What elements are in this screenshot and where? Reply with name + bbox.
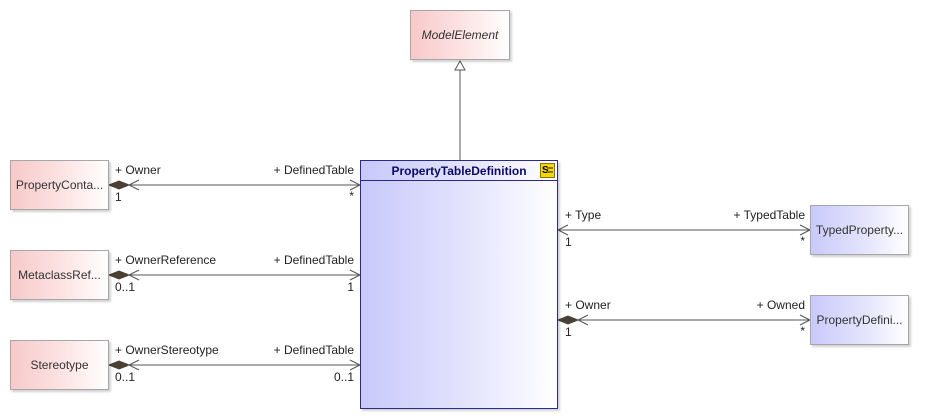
role-label: + Owner: [565, 298, 611, 312]
class-name: ModelElement: [421, 28, 499, 42]
open-arrowhead-icon: [556, 224, 569, 236]
class-property-table-definition[interactable]: PropertyTableDefinition S: [360, 160, 558, 409]
class-name: PropertyTableDefinition: [391, 163, 527, 178]
generalization-arrowhead: [454, 59, 466, 71]
multiplicity-label: 1: [115, 190, 122, 204]
class-name: PropertyDefini...: [816, 313, 903, 327]
class-name: MetaclassRef...: [18, 268, 101, 282]
role-label: + DefinedTable: [273, 343, 354, 357]
role-label: + TypedTable: [733, 208, 805, 222]
role-label: + DefinedTable: [273, 253, 354, 267]
stereotype-s-icon: S: [540, 163, 555, 178]
role-label: + DefinedTable: [273, 163, 354, 177]
class-header: PropertyTableDefinition: [361, 161, 557, 181]
multiplicity-label: 0..1: [333, 370, 354, 384]
class-name: Stereotype: [30, 358, 89, 372]
role-label: + Type: [565, 208, 602, 222]
composition-diamond-icon: [107, 270, 131, 280]
role-label: + OwnerStereotype: [115, 343, 219, 357]
role-label: + Owned: [756, 298, 805, 312]
class-property-container[interactable]: PropertyConta...: [10, 160, 109, 210]
class-model-element[interactable]: ModelElement: [410, 10, 510, 60]
composition-diamond-icon: [107, 360, 131, 370]
open-arrowhead-icon: [127, 269, 140, 281]
open-arrowhead-icon: [576, 314, 589, 326]
class-name: TypedProperty...: [815, 223, 904, 237]
multiplicity-label: 1: [565, 235, 572, 249]
multiplicity-label: 0..1: [115, 370, 136, 384]
multiplicity-label: *: [349, 189, 354, 203]
multiplicity-label: 1: [347, 280, 354, 294]
class-typed-property[interactable]: TypedProperty...: [810, 205, 909, 255]
open-arrowhead-icon: [127, 179, 140, 191]
multiplicity-label: 1: [565, 325, 572, 339]
multiplicity-label: *: [800, 234, 805, 248]
class-property-definition[interactable]: PropertyDefini...: [810, 295, 909, 345]
role-label: + OwnerReference: [115, 253, 217, 267]
composition-diamond-icon: [556, 315, 580, 325]
open-arrowhead-icon: [127, 359, 140, 371]
multiplicity-label: *: [800, 324, 805, 338]
role-label: + Owner: [115, 163, 161, 177]
class-stereotype[interactable]: Stereotype: [10, 340, 109, 390]
composition-diamond-icon: [107, 180, 131, 190]
class-metaclass-reference[interactable]: MetaclassRef...: [10, 250, 109, 300]
class-name: PropertyConta...: [15, 178, 104, 192]
multiplicity-label: 0..1: [115, 280, 136, 294]
